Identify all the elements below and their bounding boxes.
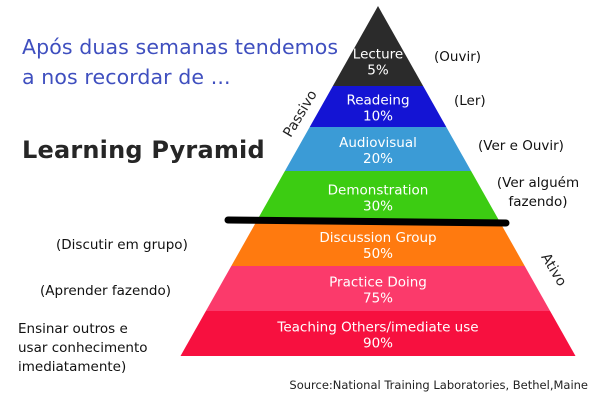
passive-active-divider — [224, 216, 510, 227]
tier-note-7: Ensinar outros e usar conhecimento imediat… — [18, 320, 148, 377]
tier-note-line: (Ver alguém — [496, 175, 580, 191]
diagram-title: Learning Pyramid — [22, 136, 265, 164]
tier-rate: 20% — [363, 151, 393, 167]
tier-name: Readeing — [346, 93, 409, 109]
tier-note-4: (Ver alguém fazendo) — [492, 174, 584, 212]
tier-rate: 10% — [363, 109, 393, 125]
active-label: Ativo — [537, 251, 569, 290]
intro-text: Após duas semanas tendemos a nos recorda… — [22, 32, 352, 92]
tier-note-line: usar conhecimento — [18, 340, 148, 356]
tier-note-line: imediatamente) — [18, 359, 127, 375]
tier-name: Audiovisual — [339, 135, 417, 151]
tier-note-1: (Ouvir) — [434, 48, 481, 67]
tier-rate: 90% — [363, 336, 393, 352]
intro-line-2: a nos recordar de ... — [22, 65, 231, 89]
pyramid-tiers — [180, 6, 576, 356]
tier-rate: 75% — [363, 291, 393, 307]
pyramid-tier-5 — [231, 222, 525, 266]
tier-name: Teaching Others/imediate use — [276, 320, 478, 336]
tier-note-line: (Ouvir) — [434, 49, 482, 65]
pyramid-tier-4 — [256, 171, 500, 222]
tier-note-line: Ensinar outros e — [18, 321, 128, 337]
tier-note-line: (Discutir em grupo) — [56, 237, 188, 253]
tier-name: Discussion Group — [319, 230, 436, 246]
tier-rate: 30% — [363, 199, 393, 215]
tier-rate: 50% — [363, 246, 393, 262]
pyramid-tier-3 — [284, 127, 472, 171]
tier-note-line: (Ver e Ouvir) — [478, 138, 564, 154]
tier-note-line: (Ler) — [454, 93, 486, 109]
pyramid-tier-1 — [332, 6, 424, 86]
divider-line — [224, 216, 510, 227]
tier-note-5: (Discutir em grupo) — [56, 236, 188, 255]
tier-note-line: (Aprender fazendo) — [40, 283, 171, 299]
source-credit: Source:National Training Laboratories, B… — [289, 378, 588, 392]
tier-rate: 5% — [367, 62, 389, 78]
tier-note-2: (Ler) — [454, 92, 486, 111]
tier-note-line: fazendo) — [508, 194, 568, 210]
tier-note-6: (Aprender fazendo) — [40, 282, 171, 301]
tier-name: Demonstration — [328, 183, 429, 199]
pyramid-tier-6 — [205, 266, 551, 311]
pyramid-tier-2 — [309, 86, 447, 127]
tier-note-3: (Ver e Ouvir) — [478, 137, 564, 156]
pyramid-tier-7 — [180, 311, 576, 356]
tier-name: Lecture — [353, 46, 403, 62]
tier-name: Practice Doing — [329, 275, 427, 291]
intro-line-1: Após duas semanas tendemos — [22, 35, 339, 59]
